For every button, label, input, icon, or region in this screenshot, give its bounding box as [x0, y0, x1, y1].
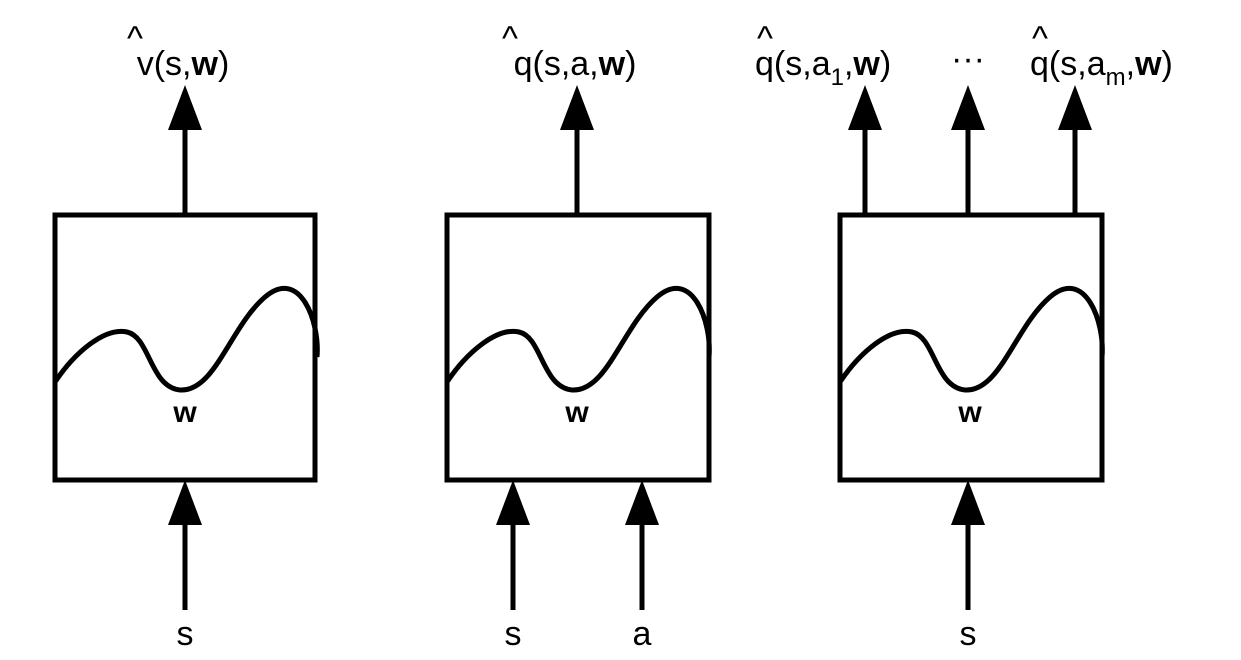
output-arrow-head [168, 85, 202, 130]
function-box [837, 212, 1105, 483]
function-curve [840, 288, 1102, 390]
function-curve [55, 288, 317, 390]
output-label-q-a1: q(s,a1,w) [755, 45, 891, 91]
output-label-v-hat: v(s,w) [137, 45, 230, 83]
panel-action-value-out: q(s,a1,w) ^ ··· q(s,am,w) ^ w s [755, 20, 1173, 653]
weights-label: w [172, 396, 197, 429]
output-ellipsis: ··· [951, 40, 985, 78]
weights-label: w [564, 396, 589, 429]
input-label-s: s [177, 615, 194, 653]
input-arrow-head [168, 480, 202, 525]
output-label-q-hat: q(s,a,w) [514, 45, 637, 83]
output-arrow-head-mid [951, 85, 985, 130]
output-arrow-head [560, 85, 594, 130]
input-label-a: a [633, 615, 652, 653]
output-label-q-am: q(s,am,w) [1030, 45, 1173, 91]
panel-state-value: v(s,w) ^ w s [52, 20, 318, 653]
hat-accent: ^ [757, 20, 773, 58]
weights-label: w [957, 396, 982, 429]
input-label-s: s [505, 615, 522, 653]
output-arrow-head-m [1058, 85, 1092, 130]
input-arrow-head [951, 480, 985, 525]
function-box [444, 212, 712, 483]
input-label-s: s [960, 615, 977, 653]
hat-accent: ^ [127, 20, 143, 58]
input-arrow-head-a [625, 480, 659, 525]
input-arrow-head-s [496, 480, 530, 525]
hat-accent: ^ [1032, 20, 1048, 58]
function-curve [447, 288, 709, 390]
function-box [52, 212, 318, 483]
panel-action-value-in: q(s,a,w) ^ w s a [444, 20, 712, 653]
hat-accent: ^ [502, 20, 518, 58]
output-arrow-head-1 [848, 85, 882, 130]
